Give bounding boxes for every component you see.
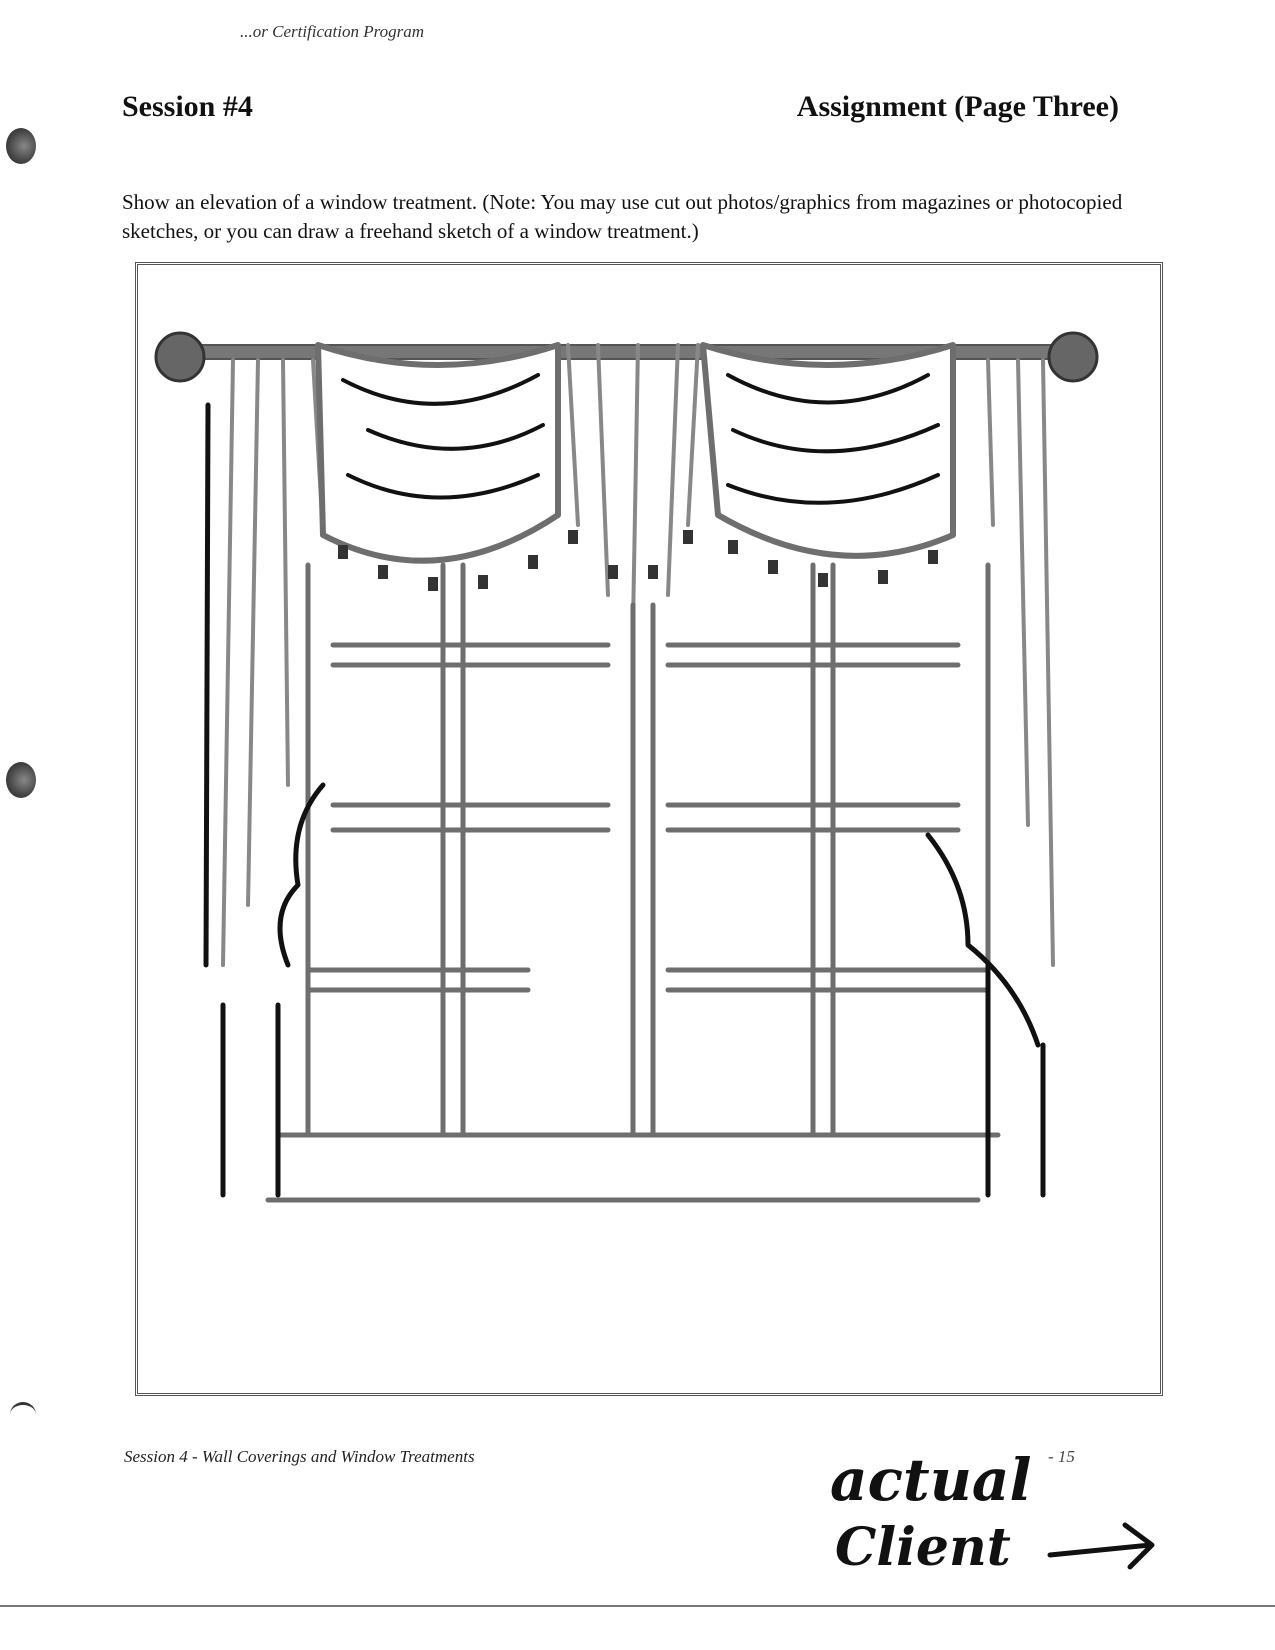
left-swag-folds [341, 373, 545, 500]
footer-page-number: - 15 [1048, 1447, 1075, 1466]
left-tieback [220, 782, 326, 1198]
right-tieback [925, 832, 1046, 1198]
handwritten-note: actual Client [830, 1446, 1155, 1578]
scan-edge-line [0, 1605, 1275, 1607]
window-treatment-sketch [154, 331, 1099, 1203]
left-swag [315, 342, 561, 564]
center-jabot [566, 343, 700, 627]
rod-finial-left [154, 331, 206, 383]
arrow-right-icon [1047, 1522, 1155, 1570]
program-header: ...or Certification Program [240, 22, 425, 41]
fringe-tassels [338, 530, 938, 591]
binder-hole-bottom [10, 1402, 36, 1427]
assignment-heading: Assignment (Page Three) [796, 90, 1119, 123]
rod-finial-right [1047, 331, 1099, 383]
handwritten-note-line2: Client [835, 1517, 1011, 1578]
assignment-instructions: Show an elevation of a window treatment.… [122, 190, 1123, 243]
window-frame [265, 562, 1001, 1203]
right-side-panel [986, 358, 1055, 967]
right-swag-folds [726, 373, 940, 505]
binder-hole-top [6, 128, 36, 164]
handwritten-note-line1: actual [830, 1446, 1031, 1514]
session-heading: Session #4 [122, 90, 253, 123]
left-panel-edge [203, 402, 211, 968]
sketch-frame [135, 262, 1163, 1396]
footer-session-title: Session 4 - Wall Coverings and Window Tr… [124, 1447, 475, 1466]
binder-hole-middle [6, 762, 36, 798]
left-side-panel [221, 358, 325, 967]
